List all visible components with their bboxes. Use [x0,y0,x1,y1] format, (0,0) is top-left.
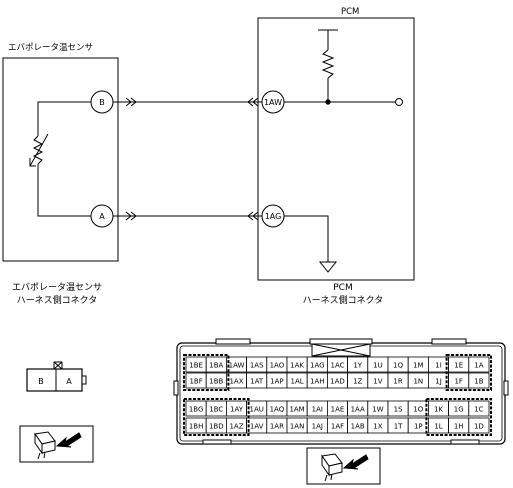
thermistor-symbol [29,101,91,217]
pcm-terminal-label: 1L [434,423,442,431]
pcm-box [257,17,415,281]
pcm-terminal-group-outline [183,398,250,436]
pcm-terminal-label: 1AL [291,378,304,386]
pcm-terminal-cell [468,372,490,389]
pcm-terminal-label: 1W [372,406,383,414]
pcm-terminal-label: 1B [474,378,483,386]
pcm-terminal-label: 1C [474,406,483,414]
pcm-terminal-label: 1AR [270,423,284,431]
sensor-pin-a [90,204,114,228]
pcm-terminal-label: 1AV [250,423,264,431]
pcm-terminal-cell [468,400,490,417]
pcm-terminal-label: 1AQ [270,406,285,414]
pcm-terminal-label: 1N [413,378,423,386]
pcm-terminal-label: 1K [434,406,443,414]
pcm-terminal-label: 1M [413,362,424,370]
pcm-terminal-label: 1AO [270,362,285,370]
sensor-title: エバポレータ温センサ [8,42,93,53]
pcm-connector-title-line1: PCM [333,283,352,293]
sensor-connector-title-line1: エバポレータ温センサ [12,282,102,293]
pcm-terminal-label: 1AE [331,406,345,414]
pcm-terminal-label: 1G [454,406,464,414]
pcm-terminal-label: 1V [373,378,382,386]
pcm-terminal-label: 1AK [290,362,304,370]
pcm-terminal-label: 1P [414,423,423,431]
pcm-terminal-label: 1D [474,423,484,431]
pcm-terminal-label: 1J [435,378,442,386]
pcm-terminal-label: 1AS [250,362,264,370]
probe-connector-icon [306,447,381,485]
pcm-terminal-label: 1BD [209,423,224,431]
sensor-box [2,57,119,262]
pcm-terminal-label: 1AT [250,378,264,386]
sensor-connector-pin-a: A [66,377,72,386]
pcm-terminal-label: 1BA [209,362,223,370]
pcm-connector-terminal-grid: 1BE 1BA 1AW 1AS 1AO 1AK 1AG 1AC 1Y 1U 1Q 1M 1I 1E 1A 1B… [183,354,493,436]
pcm-terminal-label: 1Z [353,378,362,386]
pcm-internal-circuit [284,29,403,106]
sensor-harness-connector [26,361,87,392]
pcm-terminal-label: 1BH [189,423,204,431]
pcm-terminal-label: 1BF [189,378,202,386]
pcm-terminal-label: 1AI [312,406,323,414]
pcm-terminal-label: 1BB [209,378,223,386]
pcm-terminal-label: 1T [394,423,403,431]
pcm-terminal-label: 1AC [330,362,344,370]
probe-connector-icon [19,425,94,463]
pcm-terminal-label: 1AH [310,378,325,386]
pcm-terminal-label: 1AP [270,378,283,386]
pcm-terminal-label: 1AA [351,406,365,414]
pcm-terminal-group-outline [425,398,492,436]
pcm-terminal-label: 1AF [331,423,344,431]
pcm-connector-title-line2: ハーネス側コネクタ [303,294,384,306]
sensor-pin-a-label: A [99,212,105,221]
pcm-pin-1aw-label: 1AW [264,98,282,107]
pcm-terminal-label: 1AW [229,362,245,370]
pcm-terminal-label: 1A [474,362,483,370]
sensor-connector-title-line2: ハーネス側コネクタ [17,294,98,306]
pcm-terminal-label: 1BE [189,362,203,370]
pcm-terminal-group-outline [183,354,230,391]
sensor-pin-b [90,90,114,114]
pcm-terminal-label: 1AX [229,378,243,386]
pcm-terminal-label: 1I [435,362,442,370]
ground-icon [284,215,338,273]
pcm-terminal-label: 1F [454,378,462,386]
pcm-terminal-label: 1BC [209,406,223,414]
pcm-terminal-label: 1AD [330,378,345,386]
pcm-terminal-label: 1AB [351,423,365,431]
pcm-terminal-label: 1AZ [229,423,243,431]
pcm-terminal-label: 1AG [310,362,325,370]
pcm-terminal-label: 1U [373,362,383,370]
pcm-terminal-label: 1AU [250,406,264,414]
pcm-title: PCM [341,7,359,17]
pcm-terminal-label: 1AM [289,406,304,414]
wire-b-1aw [113,97,262,107]
pcm-terminal-label: 1E [454,362,463,370]
pcm-terminal-label: 1O [413,406,423,414]
pcm-terminal-label: 1S [394,406,403,414]
wire-a-1ag [113,211,262,221]
pcm-pin-1ag-label: 1AG [265,212,282,221]
pcm-terminal-label: 1AN [290,423,304,431]
sensor-pin-b-label: B [99,98,105,107]
pcm-terminal-cell [468,417,490,434]
pcm-terminal-label: 1X [373,423,382,431]
pcm-terminal-group-outline [445,354,493,391]
pcm-terminal-label: 1Y [353,362,362,370]
sensor-connector-pin-b: B [38,377,44,386]
pcm-terminal-label: 1AY [230,406,244,414]
pcm-terminal-label: 1H [454,423,464,431]
pcm-terminal-label: 1BG [189,406,204,414]
pcm-terminal-label: 1AJ [312,423,323,431]
pcm-terminal-cell [468,356,490,373]
pcm-terminal-label: 1R [393,378,402,386]
pcm-terminal-label: 1Q [393,362,403,370]
